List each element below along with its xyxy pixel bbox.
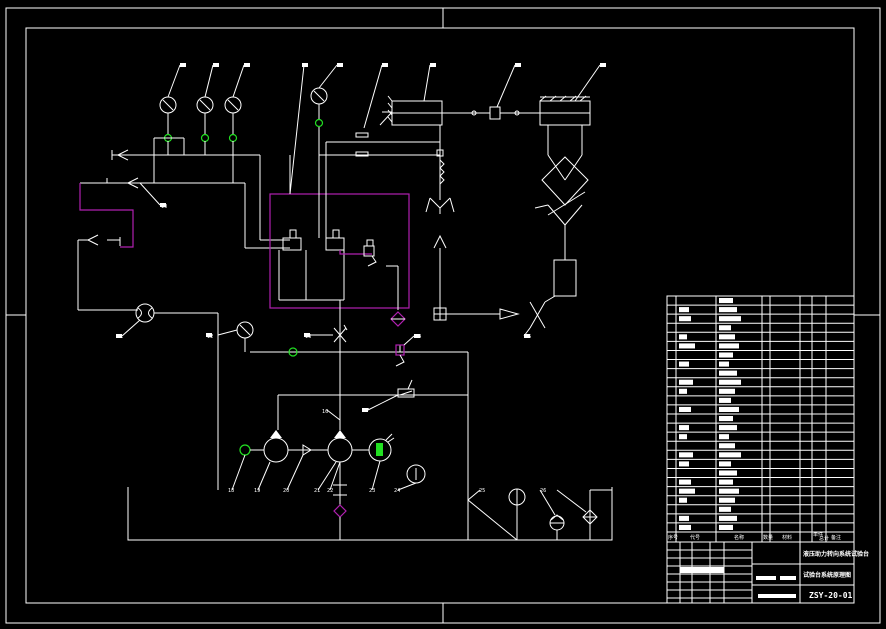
load-cylinder (534, 63, 606, 297)
callout-2: 2 (214, 63, 217, 69)
bom-name-cell (719, 307, 737, 313)
flow-meter (116, 303, 219, 490)
bom-name-cell (719, 497, 735, 503)
bom-name-cell (719, 515, 737, 521)
callout-23: 23 (369, 488, 375, 494)
steering-cylinder (363, 63, 540, 129)
callout-26: 26 (540, 488, 546, 494)
bom-name-cell (719, 506, 731, 512)
bom-code-cell (679, 343, 695, 349)
callout-17: 17 (363, 408, 369, 414)
bom-name-cell (719, 397, 731, 403)
outer-border (5, 7, 881, 624)
bom-header-remark: 备注 (831, 534, 841, 541)
bom-name-cell (719, 479, 733, 485)
bom-header-unit: 单件 (813, 531, 823, 538)
bom-code-cell (679, 524, 691, 530)
bom-name-cell (719, 488, 739, 494)
bom-code-cell (679, 307, 689, 313)
filter-element (390, 311, 406, 327)
bom-table (667, 295, 854, 533)
drawing-number: ZSY-20-01 (809, 591, 853, 600)
bom-code-cell (679, 479, 691, 485)
callout-9: 9 (601, 63, 604, 69)
callout-14: 14 (415, 334, 421, 340)
callout-labels: 1 2 3 4 5 6 7 8 9 10 11 12 13 14 15 16 1… (117, 63, 604, 494)
callout-16: 16 (322, 409, 328, 415)
callout-13: 13 (305, 334, 311, 340)
bom-name-cell (719, 461, 731, 467)
bom-name-cell (719, 370, 737, 376)
callout-19: 19 (254, 488, 260, 494)
bom-name-cell (719, 452, 741, 458)
bom-code-cell (679, 497, 687, 503)
callout-20: 20 (283, 488, 289, 494)
callout-6: 6 (383, 63, 386, 69)
callout-22: 22 (327, 488, 333, 494)
bom-header-code: 代号 (690, 534, 700, 541)
callout-11: 11 (117, 334, 123, 340)
bom-name-cell (719, 416, 733, 422)
bom-header-no: 序号 (668, 534, 678, 541)
valve-assembly (278, 63, 440, 310)
bom-code-cell (679, 434, 687, 440)
pressure-gauge-group (159, 63, 343, 143)
bom-header-name: 名称 (734, 534, 744, 541)
callout-25: 25 (479, 488, 485, 494)
bom-name-cell (719, 298, 733, 304)
return-pipe (79, 183, 134, 248)
callout-18: 18 (228, 488, 234, 494)
bom-code-cell (679, 515, 689, 521)
bom-code-cell (679, 425, 689, 431)
bom-code-cell (679, 316, 691, 322)
bom-name-cell (719, 524, 733, 530)
callout-5: 5 (338, 63, 341, 69)
bom-name-cell (719, 379, 741, 385)
bom-name-cell (719, 443, 735, 449)
callout-10: 10 (161, 204, 167, 210)
callout-3: 3 (245, 63, 248, 69)
bom-code-cell (679, 461, 689, 467)
pipework-upper-left (77, 137, 290, 311)
bom-code-cell (679, 406, 691, 412)
bom-header-total: 总计 (819, 535, 829, 542)
bom-name-cell (719, 316, 741, 322)
drawing-title-line1: 液压助力转向系统试验台 (803, 550, 869, 558)
callout-1: 1 (181, 63, 184, 69)
pump-station (206, 300, 469, 540)
bom-code-cell (679, 452, 693, 458)
torque-sensor (425, 125, 556, 338)
bom-header-qty: 数量 (763, 534, 773, 541)
bom-code-cell (679, 334, 687, 340)
bom-name-cell (719, 470, 737, 476)
bom-name-cell (719, 334, 735, 340)
bom-name-cell (719, 406, 739, 412)
callout-12: 12 (207, 334, 213, 340)
bom-name-cell (719, 352, 733, 358)
bom-code-cell (679, 361, 689, 367)
bom-name-cell (719, 425, 737, 431)
bom-code-cell (679, 488, 695, 494)
bom-code-cell (679, 388, 687, 394)
callout-4: 4 (303, 63, 306, 69)
callout-8: 8 (516, 63, 519, 69)
bom-name-cell (719, 388, 735, 394)
drawing-title-line2: 试验台系统原理图 (803, 571, 851, 579)
callout-21: 21 (314, 488, 320, 494)
bom-name-cell (719, 434, 729, 440)
bom-name-cell (719, 343, 739, 349)
callout-15: 15 (525, 334, 531, 340)
bom-header-material: 材料 (782, 534, 792, 541)
callout-7: 7 (431, 63, 434, 69)
bom-name-cell (719, 361, 729, 367)
oil-tank (127, 487, 613, 541)
title-block: 序号 代号 名称 数量 材料 单件 总计 备注 液压助力转向系统试验台 试验台系… (666, 295, 869, 604)
bom-name-cell (719, 325, 731, 331)
callout-24: 24 (394, 488, 400, 494)
bom-code-cell (679, 379, 693, 385)
